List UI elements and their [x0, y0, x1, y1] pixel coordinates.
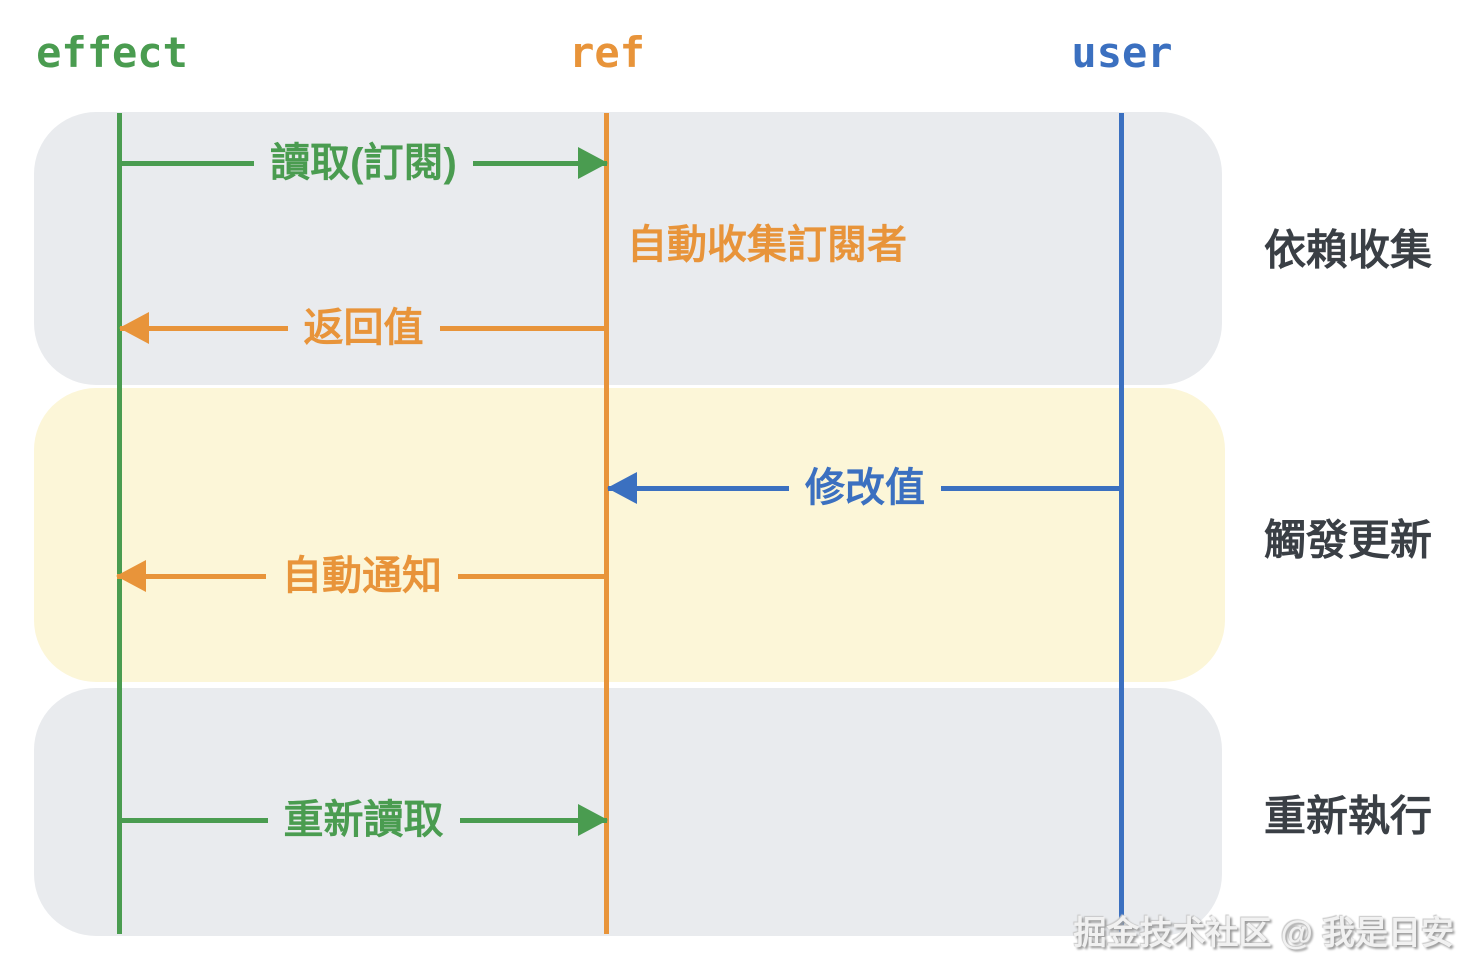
actor-label-effect: effect: [36, 28, 188, 77]
lifeline-user: [1119, 113, 1124, 934]
lifeline-effect: [117, 113, 122, 934]
phase-label-rerun: 重新執行: [1263, 792, 1433, 840]
message-modify-value: 修改值: [607, 464, 1122, 512]
message-label: 修改值: [789, 465, 941, 511]
message-label: 返回值: [287, 305, 440, 351]
message-auto-notify: 自動通知: [116, 552, 607, 600]
phase-label-trigger-update: 觸發更新: [1263, 516, 1433, 564]
arrowhead-left-icon: [119, 312, 149, 344]
message-read-subscribe: 讀取(訂閱): [120, 139, 608, 187]
message-return-value: 返回值: [119, 304, 607, 352]
arrowhead-left-icon: [607, 472, 637, 504]
watermark: 掘金技术社区 @ 我是日安: [1073, 914, 1454, 951]
phase-band-rerun: [34, 688, 1222, 936]
actor-label-ref: ref: [569, 28, 645, 77]
note-auto-collect-subscribers: 自動收集訂閱者: [627, 223, 907, 267]
message-label: 讀取(訂閱): [254, 140, 473, 186]
arrowhead-right-icon: [578, 804, 608, 836]
message-reread: 重新讀取: [120, 796, 608, 844]
phase-band-trigger-update: [34, 388, 1225, 682]
arrowhead-right-icon: [578, 147, 608, 179]
message-label: 自動通知: [266, 553, 458, 599]
phase-label-dependency-collection: 依賴收集: [1263, 226, 1433, 274]
actor-label-user: user: [1071, 28, 1173, 77]
arrowhead-left-icon: [116, 560, 146, 592]
message-label: 重新讀取: [267, 797, 460, 843]
phase-band-dependency-collection: [34, 112, 1222, 385]
lifeline-ref: [604, 113, 609, 934]
